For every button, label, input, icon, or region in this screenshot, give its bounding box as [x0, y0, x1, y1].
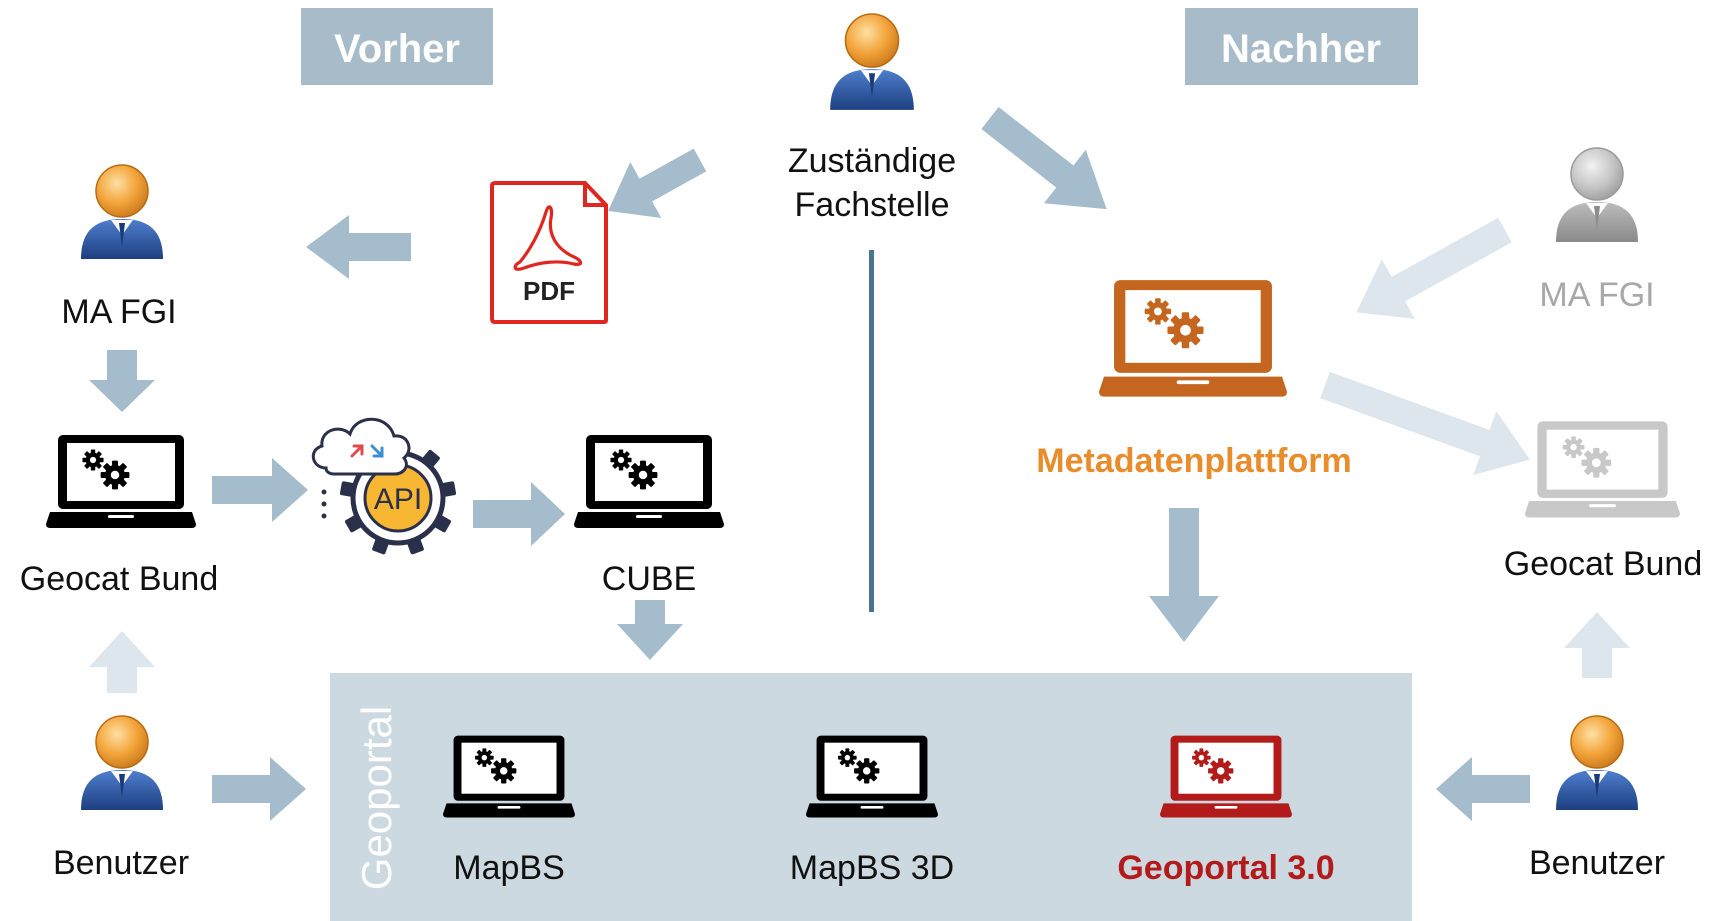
- header-after: Nachher: [1221, 27, 1381, 71]
- geocat-left-label: Geocat Bund: [20, 560, 218, 598]
- mapbs-laptop-icon: [443, 736, 575, 818]
- arrow-cube-to-geoportal: [617, 600, 683, 660]
- mapbs-3d-laptop-icon: [806, 736, 938, 818]
- arrow-geocat-to-api: [212, 458, 308, 522]
- cloud-api-gear-icon: API: [311, 417, 457, 555]
- arrow-benutzer-right-to-geoportal: [1436, 757, 1530, 821]
- metadatenplattform-label: Metadatenplattform: [1036, 442, 1351, 480]
- fachstelle-label-line1: Zuständige: [788, 142, 956, 180]
- arrow-fachstelle-to-metadatenplattform: [981, 106, 1107, 210]
- geocat-right-label: Geocat Bund: [1504, 545, 1702, 583]
- benutzer-left-user-icon: [80, 715, 164, 811]
- ma-fgi-left-label: MA FGI: [61, 293, 176, 331]
- geoportal-panel-label: Geoportal: [353, 706, 400, 890]
- cube-laptop-icon: [574, 435, 724, 528]
- benutzer-right-label: Benutzer: [1529, 844, 1665, 882]
- benutzer-left-label: Benutzer: [53, 844, 189, 882]
- ma-fgi-left-user-icon: [80, 164, 164, 260]
- fachstelle-label-line2: Fachstelle: [795, 186, 950, 224]
- benutzer-right-user-icon: [1555, 715, 1639, 811]
- header-before-box: [301, 8, 493, 85]
- arrow-metadatenplattform-to-geoportal: [1149, 508, 1219, 642]
- arrow-api-to-cube: [473, 482, 565, 546]
- ma-fgi-right-label: MA FGI: [1539, 276, 1654, 314]
- metadatenplattform-laptop-icon: [1099, 280, 1287, 397]
- geoportal-3-laptop-icon: [1160, 736, 1292, 818]
- arrow-fachstelle-to-pdf: [608, 148, 707, 219]
- pdf-icon-text: PDF: [523, 276, 575, 306]
- geocat-left-laptop-icon: [46, 435, 196, 528]
- api-icon-text: API: [374, 483, 422, 516]
- header-before: Vorher: [334, 27, 460, 71]
- geocat-right-laptop-icon: [1525, 421, 1680, 517]
- geoportal-3-label: Geoportal 3.0: [1117, 849, 1334, 887]
- arrow-ma-fgi-to-geocat: [89, 350, 155, 412]
- mapbs-label: MapBS: [453, 849, 565, 887]
- cube-label: CUBE: [602, 560, 696, 598]
- fachstelle-user-icon: [829, 13, 915, 111]
- mapbs-3d-label: MapBS 3D: [790, 849, 954, 887]
- header-after-box: [1185, 8, 1418, 85]
- arrow-pdf-to-ma-fgi: [306, 215, 411, 279]
- pdf-file-icon: PDF: [490, 181, 608, 324]
- arrow-ma-fgi-to-metadatenplattform-faded: [1356, 217, 1512, 319]
- arrow-benutzer-left-to-geocat-faded: [89, 631, 155, 693]
- arrow-metadatenplattform-to-geocat-faded: [1320, 371, 1530, 476]
- divider-line: [869, 250, 874, 612]
- arrow-benutzer-right-to-geocat-faded: [1564, 612, 1630, 678]
- ma-fgi-right-user-icon: [1555, 147, 1639, 243]
- arrow-benutzer-left-to-geoportal: [212, 757, 306, 821]
